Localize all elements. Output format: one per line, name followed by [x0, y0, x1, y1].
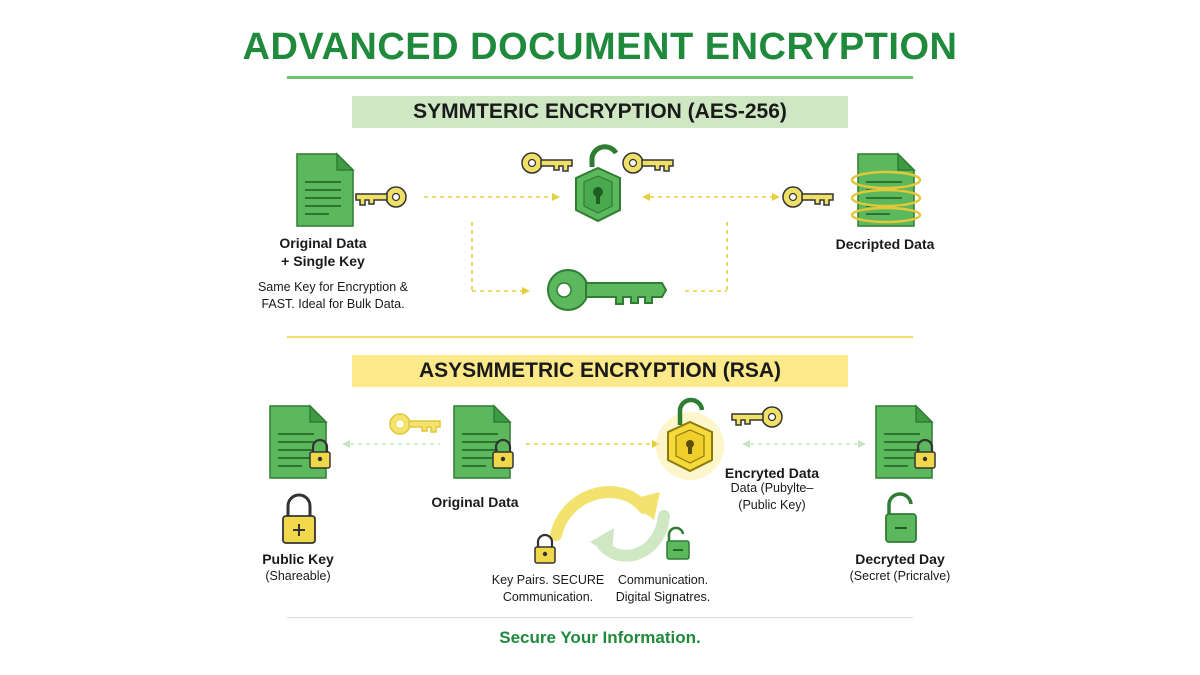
locked-document-icon [453, 405, 515, 479]
key-icon [622, 152, 674, 174]
cycle-note-line: Communication. [502, 590, 594, 604]
page-title: ADVANCED DOCUMENT ENCRYPTION [242, 26, 958, 68]
original-data-label: Original Data + Single Key [243, 234, 403, 270]
arrow-head [552, 193, 560, 201]
cycle-note-line: Key Pairs. SECURE [491, 573, 605, 587]
decrypted-data-label: Decripted Data [835, 236, 935, 252]
arrow-head [742, 440, 750, 448]
locked-document-icon [269, 405, 332, 479]
title-divider [287, 76, 913, 79]
large-key-icon [547, 269, 668, 311]
key-icon [521, 152, 573, 174]
encrypted-data-sub: Data (Pubylte– (Public Key) [712, 480, 832, 514]
single-key-title: + Single Key [281, 253, 365, 269]
symmetric-note: Same Key for Encryption & FAST. Ideal fo… [223, 279, 443, 313]
public-key-sub: (Shareable) [265, 569, 331, 583]
asymmetric-banner: ASYSMMETRIC ENCRYPTION (RSA) [352, 355, 848, 387]
public-key-label: Public Key [262, 551, 334, 567]
original-data-label: Original Data [431, 494, 519, 510]
symmetric-note-line: Same Key for Encryption & [257, 280, 409, 294]
encrypted-data-label: Encryted Data [724, 465, 820, 481]
arrow-head [652, 440, 660, 448]
decrypted-day-label: Decryted Day [855, 551, 945, 567]
cycle-arrows [550, 486, 670, 562]
document-icon [296, 153, 354, 227]
footer-divider [287, 617, 913, 618]
locked-document-icon [875, 405, 937, 479]
original-data-title: Original Data [279, 235, 367, 251]
public-key-lock-icon [282, 493, 316, 544]
glowing-lock-icon [656, 397, 724, 480]
unlocked-lock-icon [666, 526, 690, 560]
arrow-head [772, 193, 780, 201]
open-lock-icon [575, 144, 621, 223]
key-icon [782, 186, 834, 208]
encrypted-sub-line: Data (Pubylte– [730, 481, 814, 495]
section-divider [287, 336, 913, 338]
encrypted-sub-line: (Public Key) [738, 498, 806, 512]
key-icon [731, 406, 783, 428]
cycle-note-line: Communication. [617, 573, 709, 587]
private-key-lock-icon [885, 492, 917, 543]
arrow-head [858, 440, 866, 448]
cycle-note-line: Digital Signatres. [615, 590, 711, 604]
lock-icon [533, 533, 557, 565]
cycle-note-left: Key Pairs. SECURE Communication. [478, 572, 618, 606]
footer-tagline: Secure Your Information. [499, 628, 701, 647]
encrypted-document-icon [850, 153, 922, 227]
cycle-note-right: Communication. Digital Signatres. [598, 572, 728, 606]
decrypted-day-sub: (Secret (Pricralve) [849, 569, 951, 583]
symmetric-note-line: FAST. Ideal for Bulk Data. [261, 297, 405, 311]
arrow-head [342, 440, 350, 448]
public-key-icon [389, 413, 441, 435]
arrow-head [642, 193, 650, 201]
key-icon [355, 186, 407, 208]
arrow-head [522, 287, 530, 295]
symmetric-banner: SYMMTERIC ENCRYPTION (AES-256) [352, 96, 848, 128]
